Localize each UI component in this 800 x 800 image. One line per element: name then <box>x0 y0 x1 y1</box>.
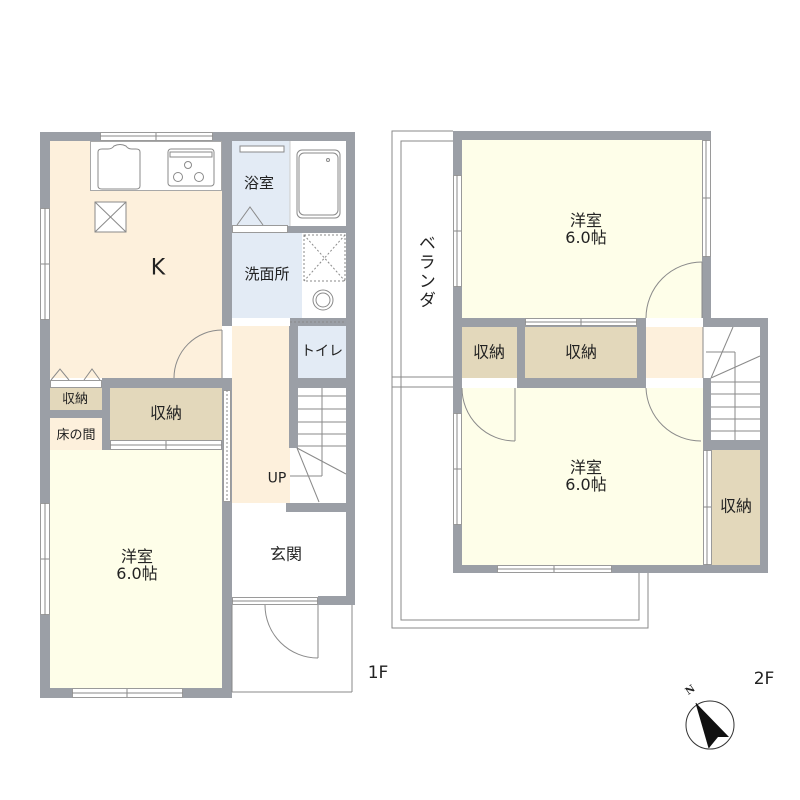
western-room-2f-lower-area <box>462 388 703 565</box>
wall-kitchen-bottom <box>102 378 232 388</box>
room-name: 洋室 <box>569 458 603 478</box>
storage-large-2f-area <box>525 327 637 378</box>
wall-closet-divider <box>102 378 110 450</box>
label-western-room-1f: 洋室 6.0帖 <box>116 547 158 583</box>
bath-area <box>232 141 290 226</box>
wall-2f-closet-divider <box>517 318 525 388</box>
floor-label-2f: 2F <box>753 669 775 690</box>
floor-label-1f: 1F <box>367 663 389 684</box>
western-room-2f-upper-area <box>462 140 702 318</box>
room-size: 6.0帖 <box>565 228 607 247</box>
room-size: 6.0帖 <box>116 564 158 583</box>
label-tokonoma: 床の間 <box>56 428 96 444</box>
wall-2f-top <box>453 131 710 140</box>
label-storage-small-2f: 収納 <box>472 342 506 362</box>
wall-2f-left <box>453 131 462 573</box>
label-bath: 浴室 <box>243 174 275 193</box>
folding-door-small-closet <box>50 380 102 388</box>
entrance-area <box>232 512 346 597</box>
room-name: 洋室 <box>120 547 154 567</box>
wall-2f-closet-right <box>637 318 646 388</box>
washroom-door <box>232 318 290 326</box>
hall-entrance-step <box>232 503 286 512</box>
wall-bath-wash <box>288 226 346 233</box>
hallway-1f <box>232 326 290 503</box>
hallway-2f <box>646 327 703 378</box>
wall-2f-below-closets <box>453 378 646 388</box>
western-room-1f-area <box>50 450 222 688</box>
label-stairs-up: UP <box>267 470 287 487</box>
north-arrow-icon <box>685 700 735 750</box>
wall-stair-left <box>703 378 711 450</box>
bath-door <box>232 225 288 233</box>
wall-closet-right <box>222 378 232 698</box>
door-2f-lower-left-frame <box>462 378 517 388</box>
label-storage-small-1f: 収納 <box>61 392 89 408</box>
wall-below-entrance <box>318 596 355 605</box>
wall-stair-top <box>703 318 768 327</box>
toilet-area <box>298 326 346 378</box>
tokonoma-area <box>50 418 102 450</box>
wall-above-entrance <box>286 503 355 512</box>
label-toilet: トイレ <box>301 343 343 360</box>
label-entrance: 玄関 <box>269 544 303 564</box>
storage-small-2f-area <box>462 327 517 378</box>
label-storage-large-2f: 収納 <box>564 342 598 362</box>
label-veranda: ベランダ <box>414 234 435 310</box>
door-kitchen-hall <box>222 326 232 378</box>
label-kitchen: K <box>150 255 166 281</box>
wall-1f-right <box>346 132 355 605</box>
wall-kitchen-bath <box>222 132 232 326</box>
label-storage-large-1f: 収納 <box>149 403 183 423</box>
room-size: 6.0帖 <box>565 475 607 494</box>
label-western-room-2f-lower: 洋室 6.0帖 <box>565 458 607 494</box>
wall-closet-tokonoma <box>50 410 102 418</box>
label-western-room-2f-upper: 洋室 6.0帖 <box>565 211 607 247</box>
wall-toilet-bottom <box>289 378 355 388</box>
wall-stair-closet <box>703 440 768 450</box>
storage-large-1f-area <box>110 388 222 440</box>
door-2f-lower-right-frame <box>646 378 703 388</box>
label-washroom: 洗面所 <box>244 265 290 284</box>
sink-space <box>302 283 346 318</box>
storage-right-2f-area <box>712 450 760 565</box>
room-name: 洋室 <box>569 211 603 231</box>
storage-small-1f-area <box>50 388 102 410</box>
label-storage-right-2f: 収納 <box>719 496 753 516</box>
wall-1f-left <box>40 132 50 698</box>
door-2f-upper <box>646 318 703 327</box>
compass: N <box>680 683 740 755</box>
